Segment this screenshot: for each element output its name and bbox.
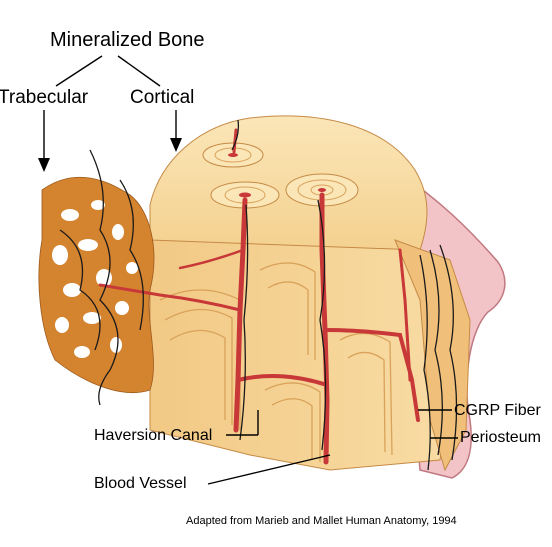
label-leaders — [43, 55, 458, 485]
arrowheads — [38, 138, 182, 172]
blood-vessel-label: Blood Vessel — [94, 475, 187, 492]
periosteum-label: Periosteum — [460, 429, 541, 446]
haversian-canal-label: Haversion Canal — [94, 427, 213, 444]
blood-vessels — [98, 128, 420, 465]
trabecular-label: Trabecular — [0, 87, 89, 108]
trabecular-holes — [52, 200, 138, 358]
mineralized-bone-title: Mineralized Bone — [50, 29, 205, 51]
osteon-cylinders — [202, 142, 359, 209]
cgrp-fiber-label: CGRP Fiber — [454, 402, 541, 419]
cortical-label: Cortical — [130, 87, 195, 108]
trabecular-bone — [38, 176, 155, 394]
source-credit: Adapted from Marieb and Mallet Human Ana… — [186, 515, 457, 527]
cgrp-nerve-fibers — [59, 119, 458, 471]
bone-side-block — [394, 239, 471, 472]
